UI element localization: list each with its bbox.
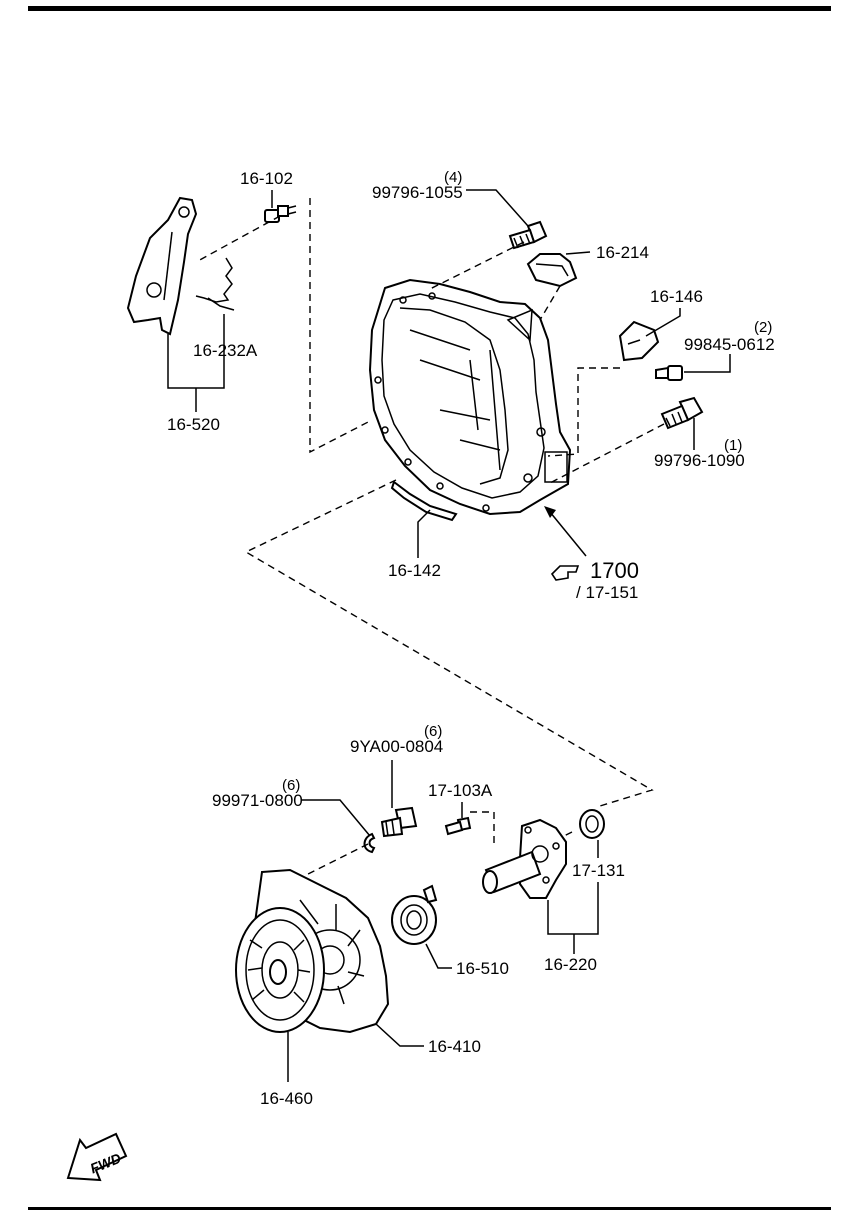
callout-99971-0800-qty: (6) bbox=[282, 777, 300, 794]
callout-16-220: 16-220 bbox=[544, 955, 597, 974]
leader-16-146 bbox=[645, 308, 681, 337]
callout-16-232a: 16-232A bbox=[193, 341, 258, 360]
lock-washer-part[interactable] bbox=[363, 832, 376, 854]
callout-99845-0612-qty: (2) bbox=[754, 319, 772, 336]
oil-seal-part[interactable] bbox=[579, 809, 605, 839]
arrowhead-1700 bbox=[544, 506, 556, 518]
cover-bolt-part[interactable] bbox=[655, 365, 683, 381]
callout-16-102: 16-102 bbox=[240, 169, 293, 188]
housing-bolt-part[interactable] bbox=[508, 220, 548, 250]
callout-9ya00-0804-qty: (6) bbox=[424, 723, 442, 740]
clutch-housing-part[interactable] bbox=[368, 278, 572, 516]
leader-16-220 bbox=[547, 882, 599, 935]
callout-17-103a: 17-103A bbox=[428, 781, 493, 800]
callout-99796-1090-qty: (1) bbox=[724, 437, 742, 454]
leader-16-410 bbox=[375, 1023, 424, 1047]
clutch-disc-part[interactable] bbox=[235, 907, 325, 1033]
seal-strip-part[interactable] bbox=[390, 480, 458, 522]
dust-boot-part[interactable] bbox=[526, 253, 578, 288]
leader-99845-0612 bbox=[684, 354, 731, 373]
callout-16-410: 16-410 bbox=[428, 1037, 481, 1056]
leader-16-142 bbox=[417, 509, 431, 558]
callout-99796-1055: 99796-1055 bbox=[372, 183, 463, 202]
callout-99845-0612: 99845-0612 bbox=[684, 335, 775, 354]
guide-tube-part[interactable] bbox=[482, 818, 567, 899]
callout-16-214: 16-214 bbox=[596, 243, 649, 262]
housing-bolt-long-part[interactable] bbox=[660, 396, 704, 430]
leader-99796-1055 bbox=[466, 189, 529, 227]
leader-16-510 bbox=[425, 943, 452, 969]
bottom-rule bbox=[28, 1207, 831, 1210]
fwd-arrow-icon: FWD bbox=[66, 1132, 128, 1182]
leader-16-214 bbox=[565, 251, 591, 255]
callout-16-146: 16-146 bbox=[650, 287, 703, 306]
pointing-hand-icon bbox=[550, 565, 580, 581]
guide-tube-bolt-part[interactable] bbox=[444, 816, 472, 836]
callout-1700: 1700 bbox=[590, 558, 639, 583]
leader-99971-0800 bbox=[302, 799, 371, 837]
callout-99796-1055-qty: (4) bbox=[444, 169, 462, 186]
cover-bolt-lower-part[interactable] bbox=[380, 806, 418, 838]
dashed-guide-lines-lower bbox=[303, 811, 573, 877]
top-rule bbox=[28, 6, 831, 11]
callout-9ya00-0804: 9YA00-0804 bbox=[350, 737, 443, 756]
callout-16-520: 16-520 bbox=[167, 415, 220, 434]
dashed-guide-lines bbox=[195, 198, 665, 807]
callout-17-151: / 17-151 bbox=[576, 583, 638, 602]
callout-16-142: 16-142 bbox=[388, 561, 441, 580]
release-fork-part[interactable] bbox=[126, 196, 198, 336]
callout-99796-1090: 99796-1090 bbox=[654, 451, 745, 470]
fork-spring-part[interactable] bbox=[195, 257, 235, 311]
pivot-pin-part[interactable] bbox=[264, 205, 297, 223]
leader-1700-arrow bbox=[549, 511, 587, 557]
callout-17-131: 17-131 bbox=[572, 861, 625, 880]
callout-16-510: 16-510 bbox=[456, 959, 509, 978]
callout-16-460: 16-460 bbox=[260, 1089, 313, 1108]
inspection-cover-part[interactable] bbox=[618, 320, 660, 362]
callout-99971-0800: 99971-0800 bbox=[212, 791, 303, 810]
release-bearing-part[interactable] bbox=[391, 884, 438, 945]
